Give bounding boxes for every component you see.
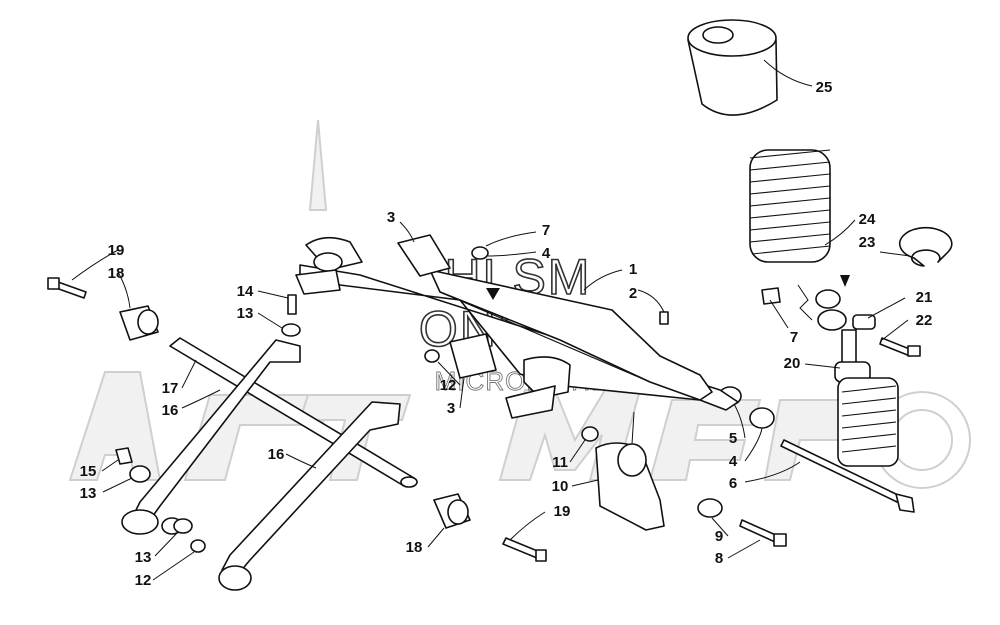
label-2: 2	[629, 285, 637, 302]
label-3-top: 3	[387, 209, 395, 226]
slider-3-top	[397, 234, 451, 277]
bolt-19-upper	[47, 277, 87, 299]
label-18-upper: 18	[108, 265, 125, 282]
nut-12-upper	[424, 349, 440, 363]
label-4-top: 4	[542, 245, 551, 262]
label-21: 21	[916, 289, 933, 306]
leader-lines	[71, 59, 911, 581]
shock-hardware	[761, 275, 921, 357]
shock-absorber-20	[815, 289, 899, 467]
label-16-left: 16	[162, 402, 179, 419]
spring-boot-25	[687, 19, 778, 116]
label-14: 14	[237, 283, 254, 300]
label-18-lower: 18	[406, 539, 423, 556]
label-13-lower: 13	[135, 549, 152, 566]
bolt-19-lower	[502, 537, 547, 562]
bracket-10	[581, 426, 665, 531]
screw-15-hardware	[115, 447, 206, 553]
bushing-18-lower	[433, 493, 471, 529]
label-9: 9	[715, 528, 723, 545]
label-15: 15	[80, 463, 97, 480]
label-1: 1	[629, 261, 637, 278]
rail-arm-16-right	[218, 401, 401, 591]
label-6: 6	[729, 475, 737, 492]
long-bolt-6	[780, 439, 915, 513]
label-16-right: 16	[268, 446, 285, 463]
label-8: 8	[715, 550, 723, 567]
bushing-9-bolt-8	[697, 498, 787, 547]
label-5: 5	[729, 430, 737, 447]
label-13-mid: 13	[80, 485, 97, 502]
rear-arm-1	[295, 236, 739, 419]
slider-3-lower	[449, 333, 497, 379]
label-12-upper: 12	[440, 377, 457, 394]
label-10: 10	[552, 478, 569, 495]
label-12-lower: 12	[135, 572, 152, 589]
label-19-lower: 19	[554, 503, 571, 520]
bushing-18-upper	[119, 305, 159, 341]
label-7-shock: 7	[790, 329, 798, 346]
label-11: 11	[552, 454, 568, 471]
arrow-shock-icon	[840, 275, 850, 287]
nut-7-top	[471, 246, 489, 260]
label-20: 20	[784, 355, 801, 372]
label-25: 25	[816, 79, 833, 96]
arrow-top-icon	[486, 288, 500, 300]
spring-clip-23	[898, 226, 953, 267]
label-23: 23	[859, 234, 876, 251]
label-3-lower: 3	[447, 400, 455, 417]
label-22: 22	[916, 312, 933, 329]
grease-fitting-2	[659, 311, 669, 325]
label-4-right: 4	[729, 453, 738, 470]
label-24: 24	[859, 211, 876, 228]
coil-spring-24	[749, 149, 831, 263]
label-17: 17	[162, 380, 179, 397]
label-7-top: 7	[542, 222, 550, 239]
screw-14-washer-13	[281, 294, 301, 337]
part-labels: 25 24 23 21 22 7 20 3 7 4 1 2 19 18 14 1…	[80, 79, 933, 589]
label-19-upper: 19	[108, 242, 125, 259]
label-13-upper: 13	[237, 305, 254, 322]
